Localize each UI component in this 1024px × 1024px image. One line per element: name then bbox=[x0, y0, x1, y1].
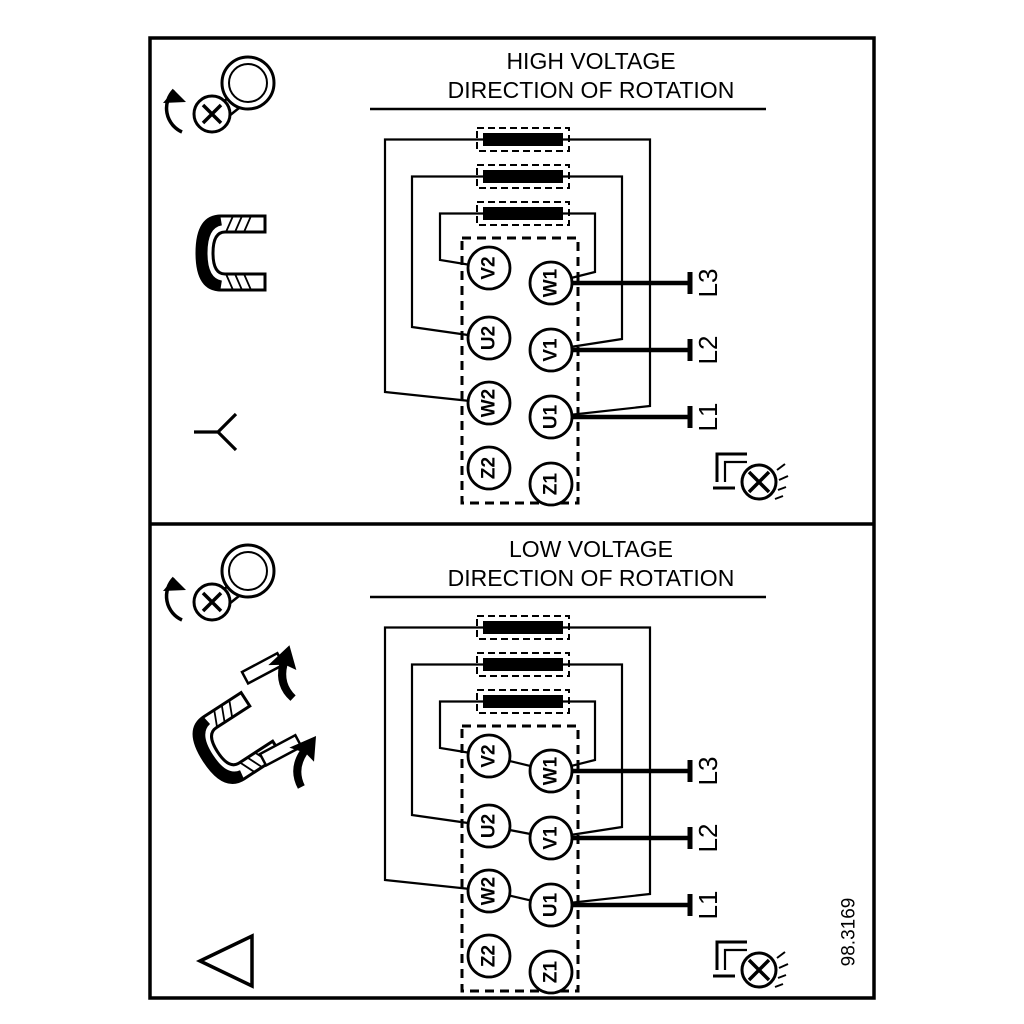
delta-connection-icon bbox=[195, 933, 254, 989]
low-voltage-panel: LOW VOLTAGE DIRECTION OF ROTATION 98.316… bbox=[163, 536, 860, 993]
panel-subtitle: DIRECTION OF ROTATION bbox=[448, 77, 735, 103]
delta-links bbox=[509, 759, 531, 902]
panel-subtitle: DIRECTION OF ROTATION bbox=[448, 565, 735, 591]
panel-title: HIGH VOLTAGE bbox=[506, 48, 675, 74]
detached-link bbox=[258, 733, 304, 768]
outer-border bbox=[148, 36, 876, 1000]
star-connection-icon bbox=[194, 412, 238, 452]
high-voltage-panel: HIGH VOLTAGE DIRECTION OF ROTATION bbox=[163, 48, 788, 505]
panel-title: LOW VOLTAGE bbox=[509, 536, 673, 562]
figure-number: 98.3169 bbox=[839, 898, 860, 967]
